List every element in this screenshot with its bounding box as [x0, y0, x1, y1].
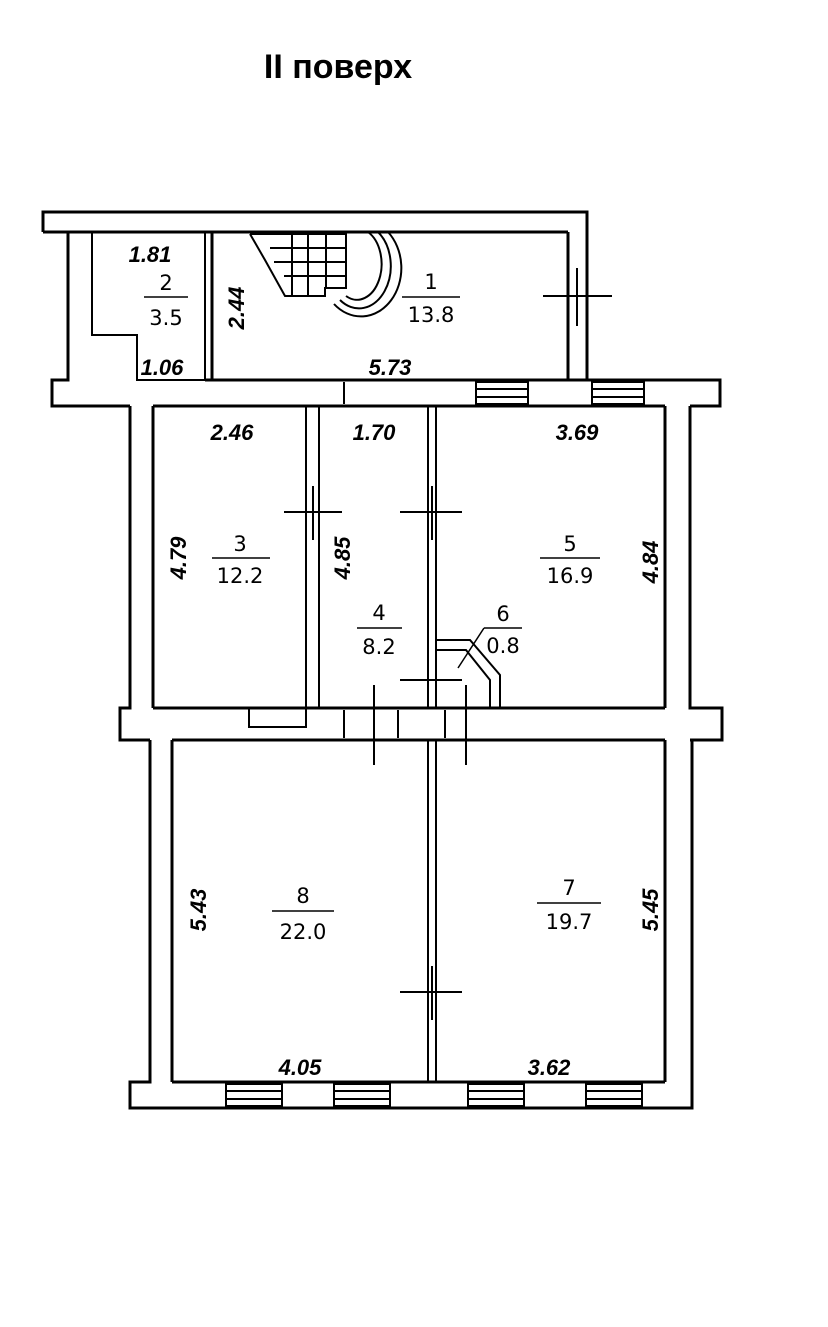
room-area: 16.9	[547, 564, 594, 588]
dimension-label: 3.62	[528, 1055, 572, 1080]
dimension-labels: 1.81 1.06 2.44 5.73 2.46 1.70 3.69 4.79 …	[129, 242, 663, 1080]
dimension-label: 5.45	[638, 888, 663, 932]
dimension-label: 5.73	[369, 355, 412, 380]
room-2: 2 3.5	[144, 271, 188, 330]
windows	[225, 381, 645, 1107]
dimension-label: 4.84	[638, 541, 663, 585]
walls	[41, 210, 724, 1110]
dimension-label: 4.79	[166, 536, 191, 581]
room-number: 6	[496, 602, 509, 626]
room-number: 3	[233, 532, 246, 556]
dimension-label: 4.85	[330, 536, 355, 581]
room-area: 8.2	[362, 635, 395, 659]
dimension-label: 2.46	[210, 420, 255, 445]
room-number: 8	[296, 884, 309, 908]
room-1: 1 13.8	[402, 270, 460, 327]
room-area: 22.0	[280, 920, 327, 944]
room-number: 1	[424, 270, 437, 294]
dimension-label: 2.44	[224, 287, 249, 331]
room-number: 4	[372, 601, 385, 625]
dimension-label: 1.06	[141, 355, 185, 380]
dimension-label: 4.05	[278, 1055, 323, 1080]
room-5: 5 16.9	[540, 532, 600, 588]
room-4: 4 8.2	[357, 601, 402, 659]
room-area: 13.8	[408, 303, 455, 327]
dimension-label: 1.81	[129, 242, 172, 267]
room-area: 19.7	[546, 910, 593, 934]
room-area: 3.5	[149, 306, 182, 330]
dimension-label: 3.69	[556, 420, 600, 445]
room-number: 5	[563, 532, 576, 556]
room-area: 12.2	[217, 564, 264, 588]
room-area: 0.8	[486, 634, 519, 658]
room-6: 6 0.8	[457, 602, 522, 669]
dimension-label: 5.43	[186, 889, 211, 932]
doors	[284, 268, 612, 1020]
staircase	[249, 231, 403, 318]
room-number: 2	[159, 271, 172, 295]
room-7: 7 19.7	[537, 876, 601, 934]
dimension-label: 1.70	[353, 420, 397, 445]
page-title: II поверх	[264, 48, 412, 86]
room-3: 3 12.2	[212, 532, 270, 588]
room-number: 7	[562, 876, 575, 900]
room-8: 8 22.0	[272, 884, 334, 944]
